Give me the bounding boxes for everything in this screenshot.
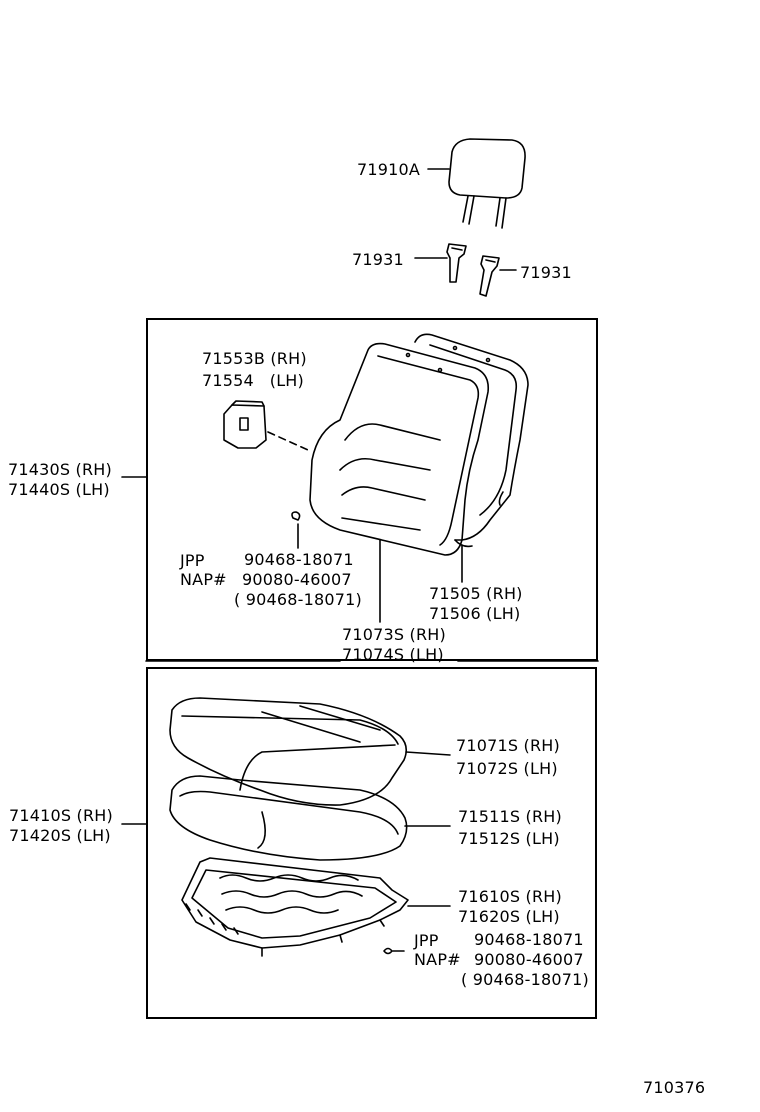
headrest-support-left-label: 71931 [352,250,404,269]
seatback-assy-lh-label: 71440S (LH) [8,480,110,499]
seatback-clip-nap-label: NAP# [180,570,227,589]
seatback-cover-drawing [309,342,491,556]
seatback-pad-lh-label: 71506 (LH) [429,604,521,623]
seatback-clip-part-1: 90468-18071 [244,550,354,569]
cushion-clip-part-3: ( 90468-18071) [461,970,589,989]
seatback-clip-part-3: ( 90468-18071) [234,590,362,609]
cushion-assy-rh-label: 71410S (RH) [9,806,113,825]
cushion-cover-drawing [169,697,408,806]
cushion-clip-jpp-label: JPP [414,931,439,950]
seatback-clip-drawing [291,511,301,549]
cushion-cover-lh-label: 71072S (LH) [456,759,558,778]
cushion-frame-lh-label: 71620S (LH) [458,907,560,926]
cushion-clip-nap-label: NAP# [414,950,461,969]
cushion-pad-rh-label: 71511S (RH) [458,807,562,826]
seatback-cover2-lh-label: 71074S (LH) [342,645,444,664]
cushion-pad-drawing [169,775,408,861]
headrest-support-left-drawing [446,243,467,283]
seatback-assy-rh-label: 71430S (RH) [8,460,112,479]
seatback-cover-rh-label: 71553B (RH) [202,349,307,368]
headrest-support-right-drawing [479,255,500,297]
seatback-cover-lh-label: 71554 (LH) [202,371,304,390]
seatback-frame-box [146,318,598,661]
headrest-support-right-label: 71931 [520,263,572,282]
seatback-clip-jpp-label: JPP [180,551,205,570]
figure-number: 710376 [643,1078,706,1097]
seatback-cover2-rh-label: 71073S (RH) [342,625,446,644]
seatback-clip-part-2: 90080-46007 [242,570,352,589]
cushion-frame-rh-label: 71610S (RH) [458,887,562,906]
cushion-clip-part-1: 90468-18071 [474,930,584,949]
cushion-pad-lh-label: 71512S (LH) [458,829,560,848]
headrest-drawing [448,138,526,229]
cushion-cover-rh-label: 71071S (RH) [456,736,560,755]
seatback-pad-rh-label: 71505 (RH) [429,584,523,603]
cushion-clip-drawing [383,947,405,955]
headrest-part-label: 71910A [357,160,421,179]
cushion-assy-lh-label: 71420S (LH) [9,826,111,845]
cushion-clip-part-2: 90080-46007 [474,950,584,969]
cushion-frame-box [146,667,597,1019]
cushion-frame-drawing [181,857,409,957]
seatback-pad-drawing [414,333,529,548]
hinge-cover-drawing [223,400,267,449]
